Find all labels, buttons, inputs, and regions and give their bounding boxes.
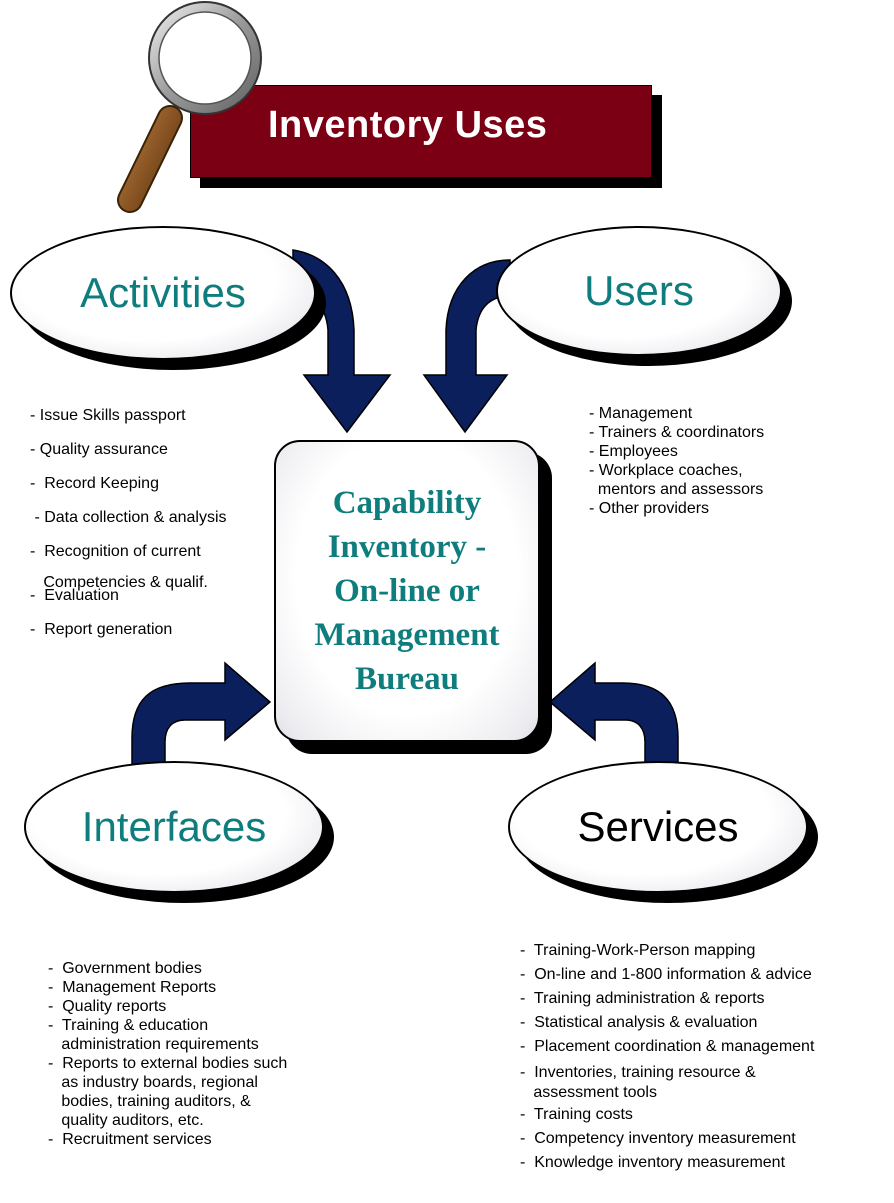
list-item: - Recruitment services (48, 1131, 212, 1148)
list-item: - Workplace coaches, (589, 462, 743, 479)
list-item: - Training costs (520, 1106, 633, 1123)
list-item: - Competency inventory measurement (520, 1130, 796, 1147)
list-item: - Reports to external bodies such (48, 1055, 288, 1072)
list-item: - Recognition of current (30, 543, 201, 560)
oval-activities-label: Activities (80, 269, 246, 316)
arrow-interfaces-to-center (131, 661, 272, 773)
list-item: - Government bodies (48, 960, 202, 977)
center-box: Capability Inventory - On-line or Manage… (274, 440, 540, 742)
oval-interfaces-label: Interfaces (81, 803, 267, 850)
center-box-label: Capability Inventory - On-line or Manage… (314, 485, 500, 697)
list-item: - Inventories, training resource & (520, 1064, 756, 1081)
list-item: mentors and assessors (589, 481, 764, 498)
list-item: Competencies & qualif. (30, 574, 208, 591)
list-item: - Placement coordination & management (520, 1038, 815, 1055)
list-item: - Other providers (589, 500, 710, 517)
list-item: - Management (589, 405, 693, 422)
oval-services: Services (508, 761, 808, 893)
list-item: - Quality reports (48, 998, 167, 1015)
list-item: administration requirements (48, 1036, 259, 1053)
page-title: Inventory Uses (268, 104, 548, 146)
list-item: - Knowledge inventory measurement (520, 1154, 786, 1171)
list-item: - Report generation (30, 621, 173, 638)
oval-activities: Activities (10, 226, 316, 360)
list-item: as industry boards, regional (48, 1074, 258, 1091)
list-item: quality auditors, etc. (48, 1112, 204, 1129)
list-item: - Employees (589, 443, 678, 460)
list-item: - Statistical analysis & evaluation (520, 1014, 758, 1031)
list-item: assessment tools (520, 1084, 657, 1101)
oval-services-label: Services (577, 803, 739, 850)
list-item: - Issue Skills passport (30, 407, 186, 424)
title-banner (190, 85, 652, 178)
interfaces-list: - Government bodies - Management Reports… (48, 959, 287, 1149)
list-item: - Evaluation (30, 587, 119, 604)
oval-interfaces: Interfaces (24, 761, 324, 893)
list-item: - Record Keeping (30, 475, 159, 492)
list-item: - Data collection & analysis (30, 509, 227, 526)
users-list: - Management - Trainers & coordinators -… (589, 404, 764, 518)
oval-users: Users (496, 226, 782, 356)
services-list: - Training-Work-Person mapping - On-line… (520, 939, 814, 1175)
arrow-services-to-center (548, 661, 679, 771)
list-item: - Training administration & reports (520, 990, 765, 1007)
list-item: - Training & education (48, 1017, 209, 1034)
list-item: - Management Reports (48, 979, 217, 996)
list-item: bodies, training auditors, & (48, 1093, 251, 1110)
list-item: - On-line and 1-800 information & advice (520, 966, 812, 983)
list-item: - Training-Work-Person mapping (520, 942, 756, 959)
oval-users-label: Users (584, 267, 694, 314)
activities-list: - Issue Skills passport - Quality assura… (30, 406, 227, 639)
list-item: - Trainers & coordinators (589, 424, 765, 441)
list-item: - Quality assurance (30, 441, 168, 458)
